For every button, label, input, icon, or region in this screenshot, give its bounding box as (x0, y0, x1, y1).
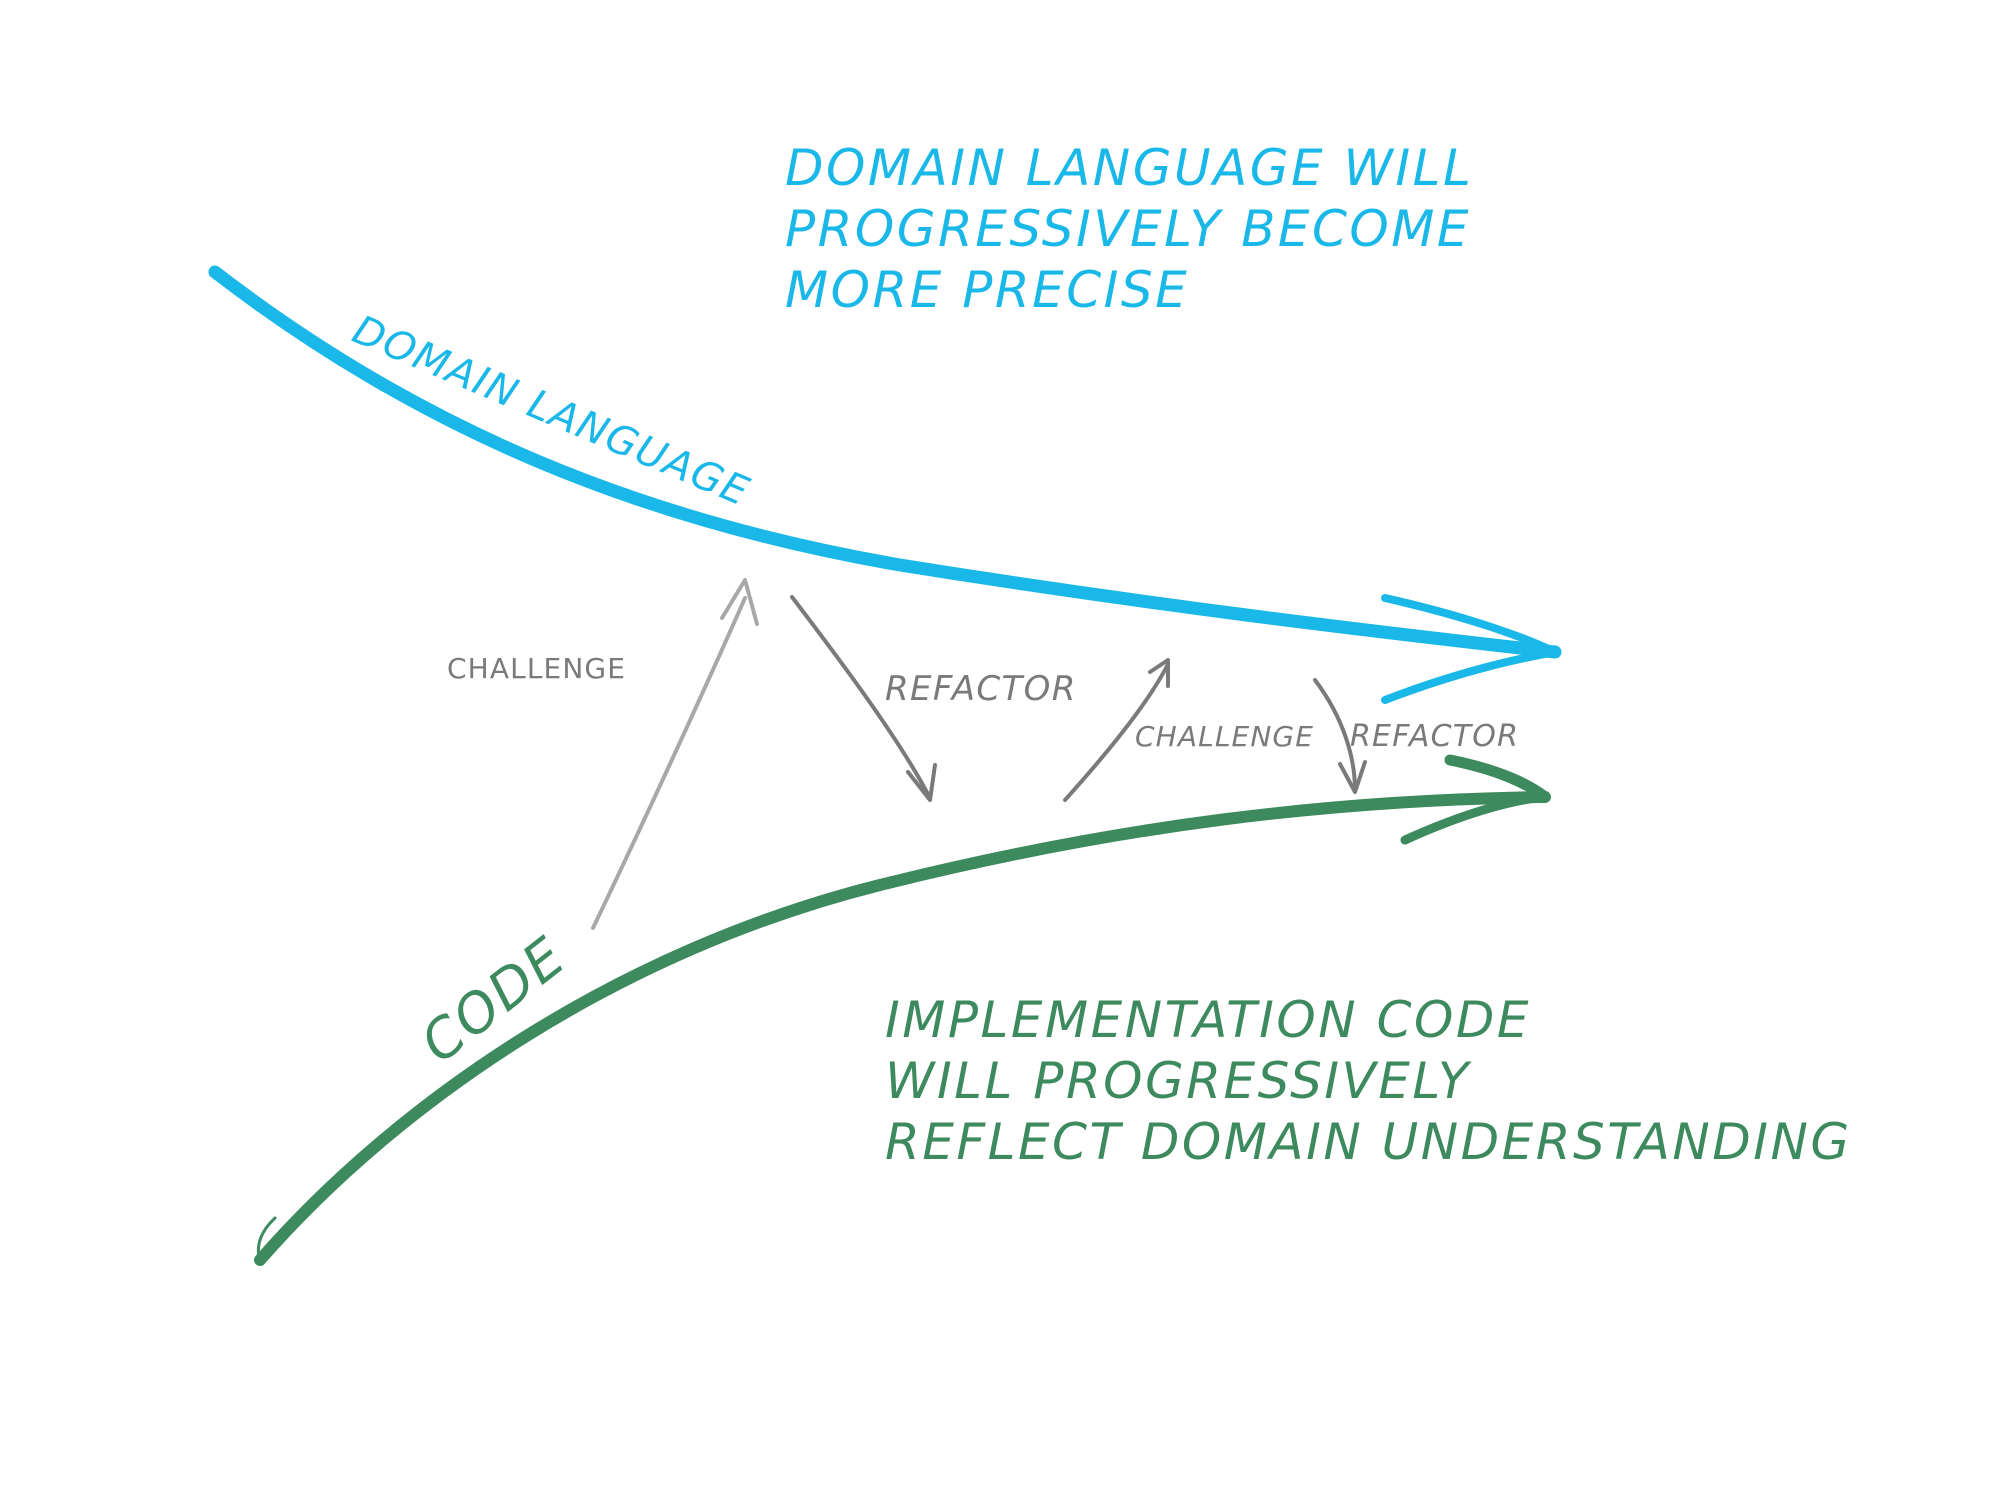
challenge-arrow-2 (1063, 658, 1170, 802)
refactor-arrow-1 (790, 595, 937, 802)
domain-note-line-3: MORE PRECISE (785, 261, 1190, 319)
code-arrowhead (1400, 754, 1551, 845)
domain-note-line-1: DOMAIN LANGUAGE WILL (785, 139, 1474, 197)
domain-language-label: DOMAIN LANGUAGE (346, 307, 756, 516)
domain-language-arrowhead (1381, 594, 1559, 704)
code-note-line-2: WILL PROGRESSIVELY (885, 1052, 1471, 1110)
domain-note: DOMAIN LANGUAGE WILL PROGRESSIVELY BECOM… (785, 138, 1473, 321)
domain-note-line-2: PROGRESSIVELY BECOME (785, 200, 1471, 258)
refactor-label-1: REFACTOR (885, 669, 1077, 709)
challenge-arrow-1 (591, 578, 759, 930)
refactor-arrow-2 (1313, 678, 1367, 794)
code-curve-start-tail (256, 1216, 277, 1262)
domain-language-curve (208, 265, 1562, 659)
refactor-label-2: REFACTOR (1350, 719, 1519, 754)
challenge-label-1: CHALLENGE (447, 652, 626, 685)
challenge-label-2: CHALLENGE (1135, 720, 1314, 753)
code-curve (254, 791, 1551, 1266)
code-note-line-1: IMPLEMENTATION CODE (885, 991, 1531, 1049)
code-note: IMPLEMENTATION CODE WILL PROGRESSIVELY R… (885, 990, 1852, 1173)
code-note-line-3: REFLECT DOMAIN UNDERSTANDING (885, 1113, 1852, 1171)
